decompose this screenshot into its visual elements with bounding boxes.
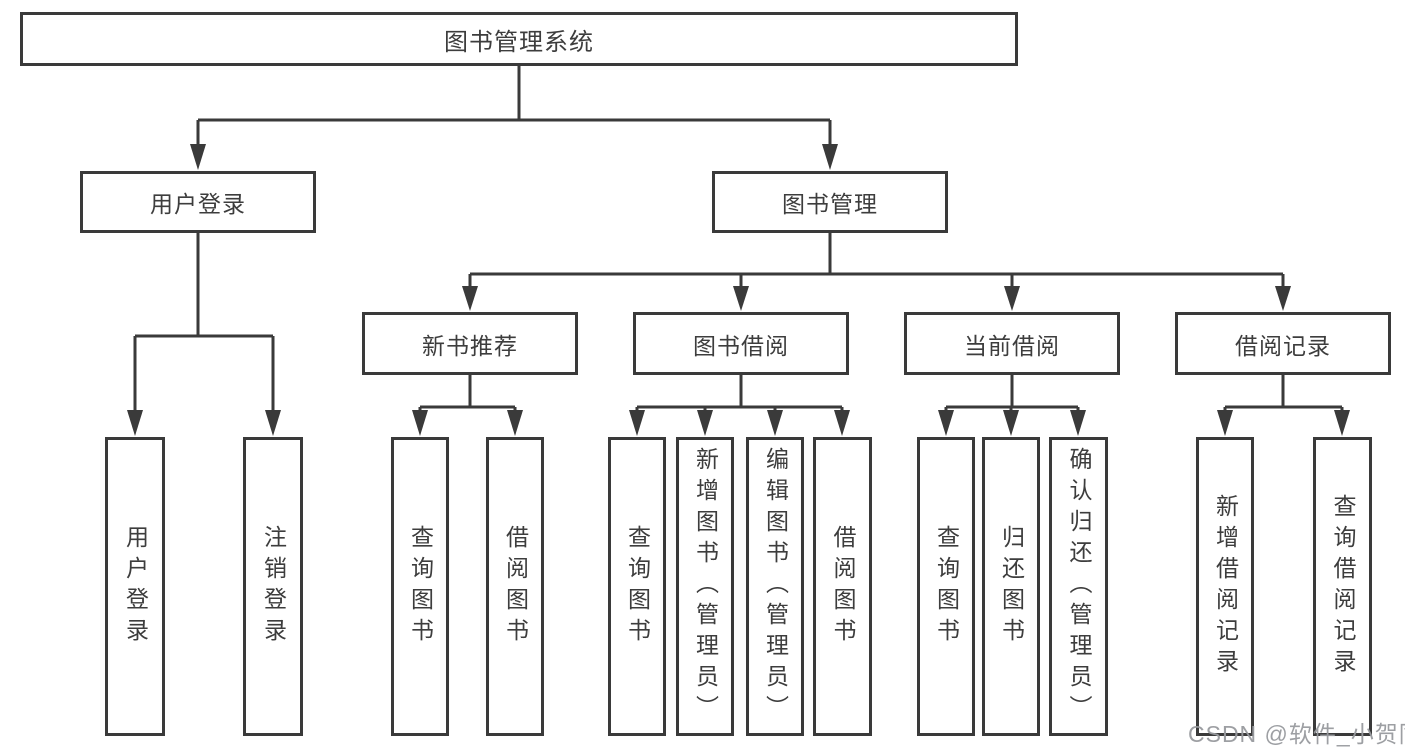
node-label: 新增图书（管理员） bbox=[692, 447, 719, 726]
node-label: 新增借阅记录 bbox=[1212, 493, 1239, 680]
node-leaf-add-borrow-record: 新增借阅记录 bbox=[1196, 437, 1254, 736]
node-leaf-logout: 注销登录 bbox=[243, 437, 303, 736]
connector-new-book-to-leaves bbox=[412, 375, 523, 436]
node-leaf-add-books-admin: 新增图书（管理员） bbox=[676, 437, 734, 736]
node-leaf-return-books: 归还图书 bbox=[982, 437, 1040, 736]
node-label: 用户登录 bbox=[122, 524, 149, 649]
node-book-borrowing: 图书借阅 bbox=[633, 312, 849, 375]
node-label: 编辑图书（管理员） bbox=[762, 447, 789, 726]
connector-user-login-to-leaves bbox=[127, 233, 281, 436]
node-label: 确认归还（管理员） bbox=[1066, 447, 1092, 726]
node-label: 图书管理系统 bbox=[444, 28, 594, 56]
connector-borrow-records-to-leaves bbox=[1217, 375, 1350, 436]
node-leaf-query-borrow-record: 查询借阅记录 bbox=[1313, 437, 1372, 736]
node-label: 图书借阅 bbox=[693, 332, 789, 359]
node-label: 图书管理 bbox=[782, 191, 878, 217]
node-label: 新书推荐 bbox=[422, 332, 518, 359]
node-label: 注销登录 bbox=[260, 524, 287, 649]
node-label: 查询图书 bbox=[407, 524, 434, 649]
node-label: 借阅图书 bbox=[830, 524, 856, 649]
node-label: 查询图书 bbox=[933, 524, 960, 649]
connector-current-borrow-to-leaves bbox=[938, 375, 1086, 436]
connector-book-borrow-to-leaves bbox=[629, 375, 850, 436]
node-user-login-group: 用户登录 bbox=[80, 171, 316, 233]
csdn-watermark: CSDN @软件_小贺同学 bbox=[1188, 721, 1405, 747]
node-borrowing-records: 借阅记录 bbox=[1175, 312, 1391, 375]
node-leaf-borrow-books-2: 借阅图书 bbox=[813, 437, 872, 736]
connector-root-to-level2 bbox=[190, 66, 838, 170]
node-current-borrowing: 当前借阅 bbox=[904, 312, 1120, 375]
node-leaf-query-books-3: 查询图书 bbox=[917, 437, 975, 736]
node-book-management-group: 图书管理 bbox=[712, 171, 948, 233]
node-new-book-recommendation: 新书推荐 bbox=[362, 312, 578, 375]
node-label: 查询图书 bbox=[624, 524, 651, 649]
node-leaf-query-books-2: 查询图书 bbox=[608, 437, 666, 736]
node-leaf-query-books-1: 查询图书 bbox=[391, 437, 449, 736]
node-label: 借阅记录 bbox=[1235, 332, 1331, 359]
node-label: 查询借阅记录 bbox=[1330, 493, 1356, 680]
node-label: 借阅图书 bbox=[502, 524, 529, 649]
node-leaf-edit-books-admin: 编辑图书（管理员） bbox=[746, 437, 804, 736]
node-label: 归还图书 bbox=[998, 524, 1025, 649]
node-leaf-borrow-books-1: 借阅图书 bbox=[486, 437, 544, 736]
node-leaf-confirm-return-admin: 确认归还（管理员） bbox=[1049, 437, 1108, 736]
node-label: 用户登录 bbox=[150, 191, 246, 217]
node-label: 当前借阅 bbox=[964, 332, 1060, 359]
connector-book-mgmt-to-level3 bbox=[462, 233, 1291, 311]
node-leaf-user-login: 用户登录 bbox=[105, 437, 165, 736]
node-root-book-management-system: 图书管理系统 bbox=[20, 12, 1018, 66]
